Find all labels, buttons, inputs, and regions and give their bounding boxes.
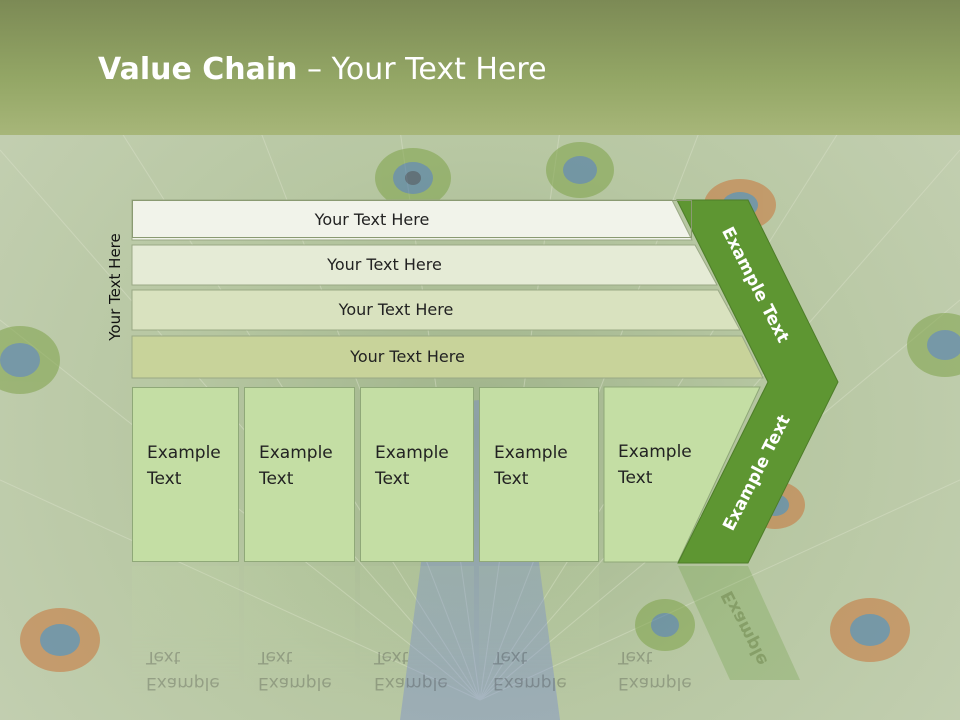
column-5-refl-line1: Example — [618, 673, 692, 693]
bar-1-label: Your Text Here — [314, 209, 430, 229]
bar-1: Your Text Here — [132, 200, 692, 238]
column-3-refl-line1: Example — [374, 673, 448, 693]
column-3-line1: Example — [375, 443, 449, 463]
column-1-reflection: Example Text — [132, 566, 239, 696]
value-chevron-reflection — [678, 566, 800, 680]
bar-3: Your Text Here — [132, 290, 740, 328]
bar-2-label: Your Text Here — [327, 254, 442, 274]
column-4-reflection: Example Text — [479, 566, 599, 696]
column-2-reflection: Example Text — [244, 566, 355, 696]
bar-shape-4 — [131, 335, 764, 379]
column-3-line2: Text — [375, 469, 410, 489]
column-2-refl-line2: Text — [258, 647, 293, 667]
column-5-refl-line2: Text — [618, 647, 653, 667]
column-2-line1: Example — [259, 443, 333, 463]
column-5-reflection: Example Text — [604, 566, 714, 696]
column-4-refl-line2: Text — [493, 647, 528, 667]
column-3-reflection: Example Text — [360, 566, 474, 696]
bar-shape-3 — [131, 289, 741, 331]
column-4-line1: Example — [494, 443, 568, 463]
column-5-line1: Example — [618, 442, 692, 462]
title-rest: – Your Text Here — [297, 52, 547, 87]
column-3-refl-line2: Text — [374, 647, 409, 667]
bar-4-label: Your Text Here — [350, 346, 465, 366]
column-1-line1: Example — [147, 443, 221, 463]
value-chevron — [676, 199, 839, 564]
column-1-line2: Text — [147, 469, 182, 489]
feather-eye-icons — [0, 142, 960, 672]
bar-3-label: Your Text Here — [338, 299, 454, 319]
column-4-refl-line1: Example — [493, 673, 567, 693]
slide-title: Value Chain – Your Text Here — [98, 52, 547, 87]
bar-2: Your Text Here — [132, 245, 717, 283]
column-2-refl-line1: Example — [258, 673, 332, 693]
title-band — [0, 0, 960, 135]
column-2-line2: Text — [259, 469, 294, 489]
column-1-refl-line2: Text — [146, 647, 181, 667]
column-4-line2: Text — [494, 469, 529, 489]
bar-4: Your Text Here — [132, 337, 763, 375]
bar-shape-2 — [131, 244, 718, 286]
column-1-refl-line1: Example — [146, 673, 220, 693]
title-bold: Value Chain — [98, 52, 298, 87]
column-5-line2: Text — [618, 468, 653, 488]
